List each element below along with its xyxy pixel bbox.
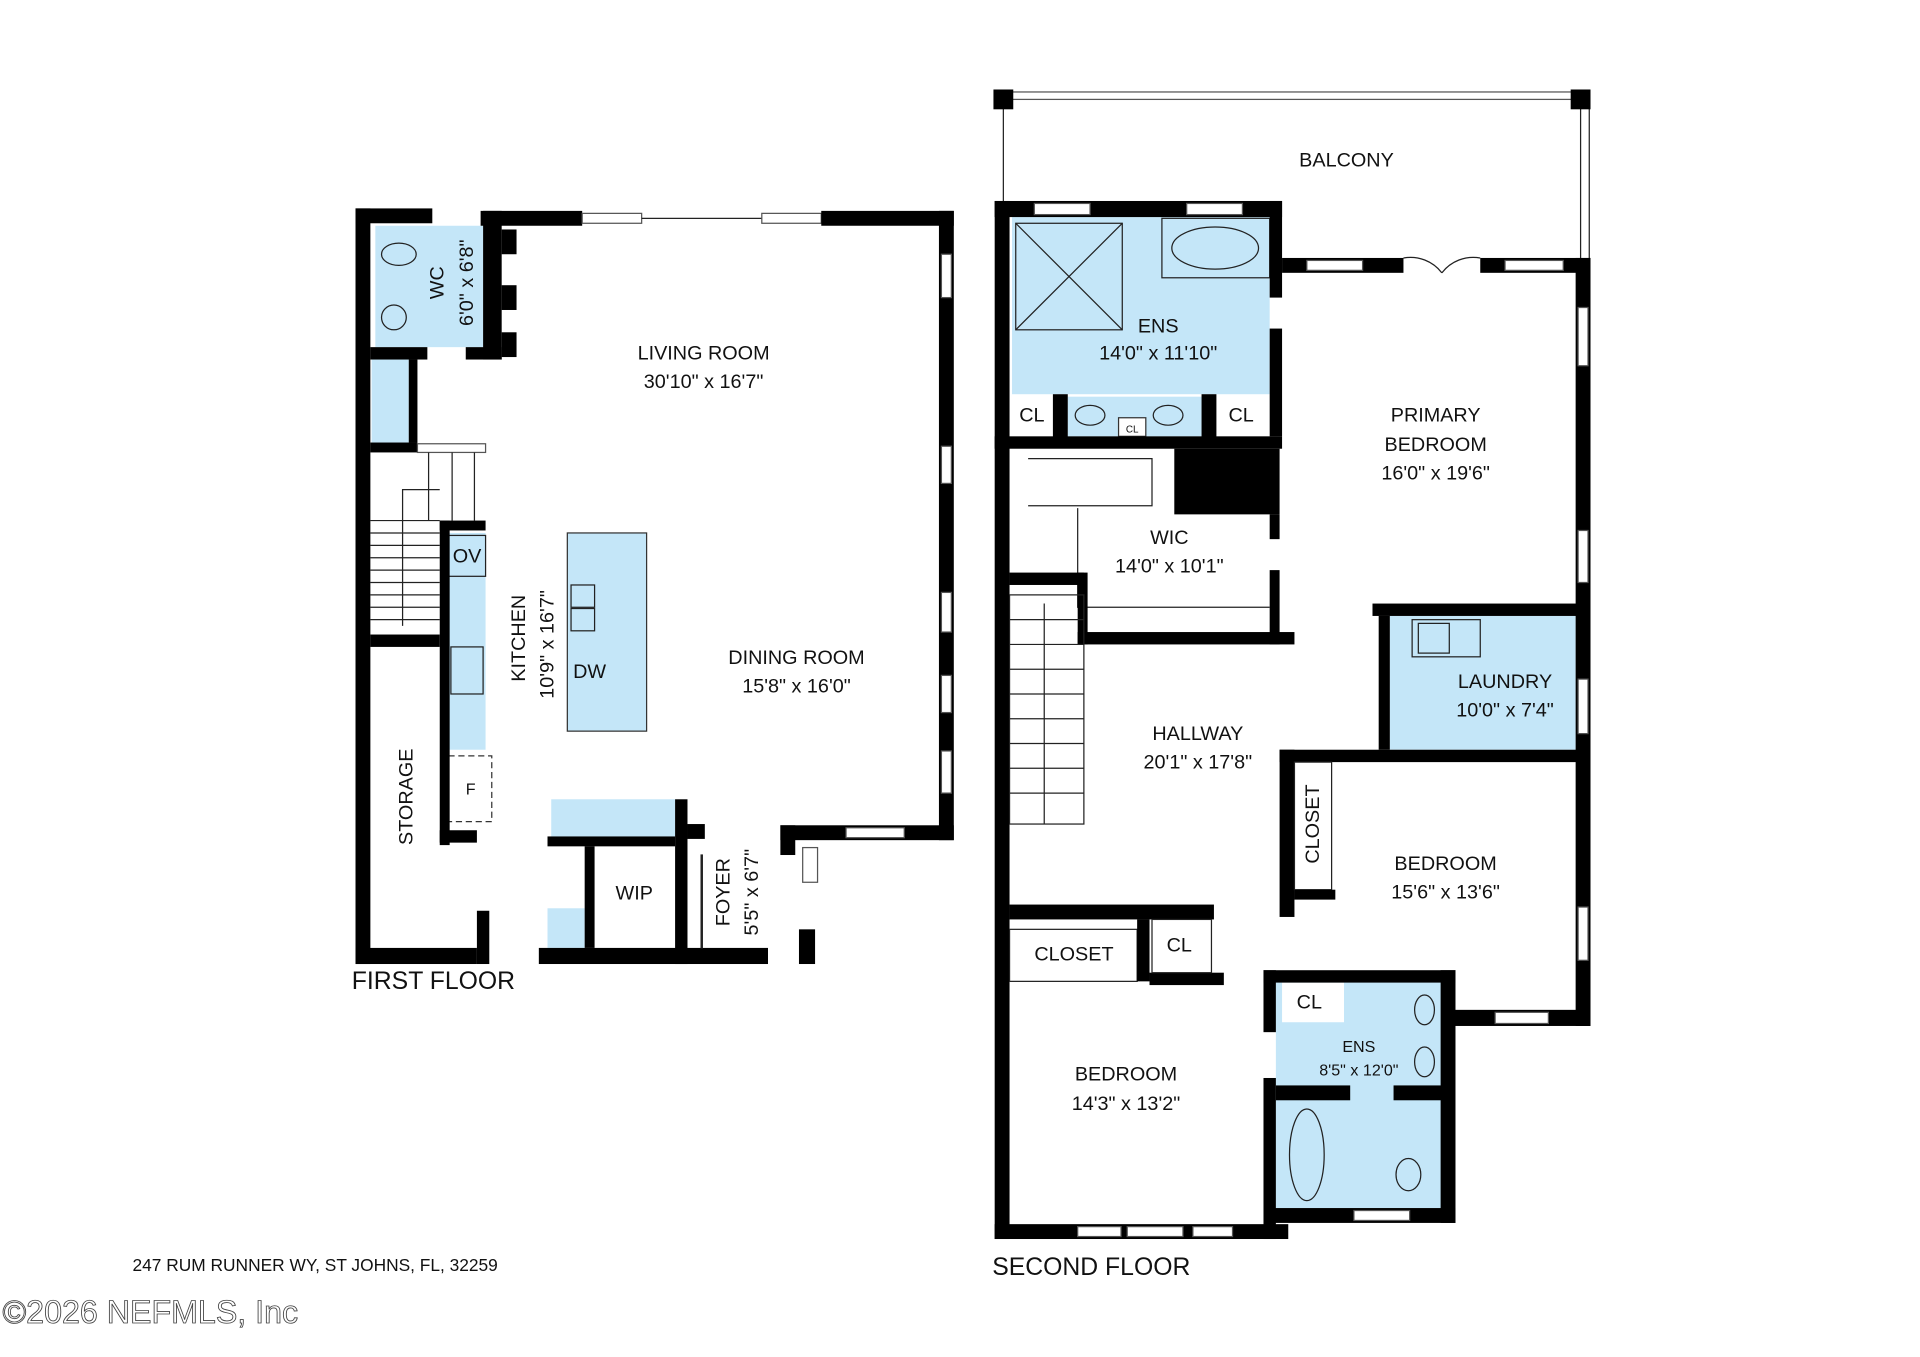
fridge-label: F [466,780,476,798]
sink-icon [570,584,596,608]
sink-icon [1417,622,1450,654]
second-floor-plan [993,89,1591,1240]
stove-icon [450,646,484,695]
kitchen-label: KITCHEN [508,595,530,682]
first-floor-title: FIRST FLOOR [352,968,515,995]
primary-bedroom-size: 16'0" x 19'6" [1381,463,1490,485]
ens-label: ENS [1138,315,1179,337]
ens2-label: ENS [1342,1038,1375,1056]
toilet-icon [380,242,417,267]
cl-label: CL [1167,935,1192,957]
living-room-size: 30'10" x 16'7" [644,371,764,393]
dishwasher-label: DW [573,661,606,683]
laundry-size: 10'0" x 7'4" [1456,699,1554,721]
windows-east [940,253,952,794]
bedroom-label: BEDROOM [1075,1063,1177,1085]
bedroom-size: 14'3" x 13'2" [1072,1093,1181,1115]
french-door[interactable] [1403,256,1481,274]
closet-fill [371,359,409,443]
dining-room-label: DINING ROOM [728,647,864,669]
bedroom-label: BEDROOM [1394,853,1496,875]
wc-size: 6'0" x 6'8" [456,239,478,326]
kitchen-island [566,532,648,732]
foyer-size: 5'5" x 6'7" [741,849,763,936]
cl-label: CL [1229,404,1254,426]
fridge-outline [447,755,493,823]
bathtub-icon [1288,1108,1325,1202]
wip-label: WIP [616,883,653,905]
ens2-size: 8'5" x 12'0" [1319,1062,1399,1080]
window [761,212,822,224]
bedroom-size: 15'6" x 13'6" [1391,881,1500,903]
window [581,212,643,224]
ens-primary-room [1012,217,1270,395]
sink-icon [380,304,407,331]
wip-shelf [547,908,585,948]
laundry-room [1389,615,1576,750]
primary-bedroom-label-2: BEDROOM [1385,434,1487,456]
balcony-label: BALCONY [1299,149,1394,171]
oven-label: OV [453,546,482,568]
copyright-watermark: ©2026 NEFMLS, Inc [2,1294,298,1330]
bathtub-icon [1171,226,1260,270]
first-floor-labels: WC 6'0" x 6'8" LIVING ROOM 30'10" x 16'7… [352,239,865,994]
wip-counter [551,799,676,837]
kitchen-size: 10'9" x 16'7" [537,590,559,699]
shower-icon [1015,222,1123,331]
wc-label: WC [426,266,448,299]
second-floor-labels: BALCONY ENS 14'0" x 11'10" CL CL CL PRIM… [992,149,1554,1281]
stairs-down [370,452,476,626]
stairs-up [1008,594,1085,825]
wic-label: WIC [1150,527,1188,549]
second-floor-title: SECOND FLOOR [992,1254,1190,1281]
dining-room-size: 15'8" x 16'0" [742,676,851,698]
property-address: 247 RUM RUNNER WY, ST JOHNS, FL, 32259 [133,1255,498,1275]
window [845,827,905,839]
sink-icon [570,607,596,632]
cl-label: CL [1019,404,1044,426]
foyer-label: FOYER [713,858,735,926]
kitchen-counter [448,532,486,750]
windows-east [1577,306,1589,961]
hallway-label: HALLWAY [1152,723,1243,745]
wic-size: 14'0" x 10'1" [1115,556,1224,578]
living-room-label: LIVING ROOM [638,343,770,365]
ens-size: 14'0" x 11'10" [1099,343,1217,365]
closet-label: CLOSET [1034,943,1113,965]
toilet-icon [1395,1157,1422,1192]
closet-label: CLOSET [1302,784,1324,863]
cl-label: CL [1297,992,1322,1014]
primary-bedroom-label: PRIMARY [1391,404,1481,426]
cl-label: CL [1126,425,1139,436]
hallway-size: 20'1" x 17'8" [1144,751,1253,773]
window [802,846,819,883]
first-floor-plan [355,208,954,965]
laundry-label: LAUNDRY [1458,671,1552,693]
balcony-rail [1002,91,1582,101]
wc-room [375,225,484,348]
storage-label: STORAGE [395,749,417,845]
